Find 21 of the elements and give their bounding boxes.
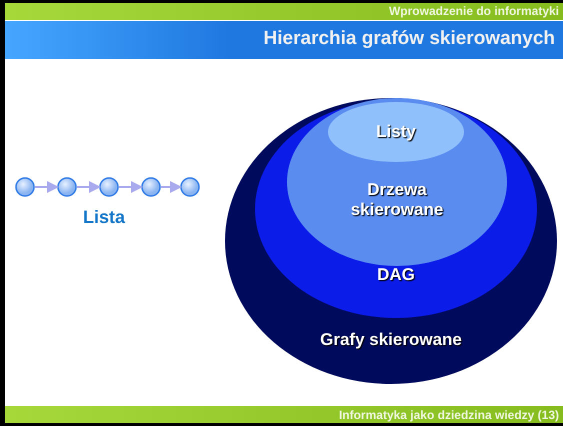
- slide-title: Hierarchia grafów skierowanych: [264, 28, 555, 50]
- footer-text: Informatyka jako dziedzina wiedzy (13): [338, 408, 559, 422]
- set-label: Drzewa skierowane: [350, 180, 444, 220]
- set-ellipse: [225, 98, 557, 384]
- list-node-circle: [99, 177, 119, 197]
- set-label: Listy: [375, 122, 417, 142]
- set-label: Grafy skierowane: [319, 330, 463, 350]
- arrow: [77, 181, 101, 193]
- arrow: [161, 181, 182, 193]
- set-label: DAG: [376, 265, 416, 285]
- list-node-circle: [57, 177, 77, 197]
- header-text: Wprowadzenie do informatyki: [388, 4, 559, 18]
- arrow: [119, 181, 143, 193]
- set-ellipse: [328, 102, 464, 162]
- set-ellipse: [255, 100, 537, 318]
- list-node-circle: [15, 177, 35, 197]
- arrow: [35, 181, 59, 193]
- set-ellipse: [287, 98, 507, 266]
- list-node-circle: [180, 177, 200, 197]
- list-caption: Lista: [83, 207, 126, 228]
- list-node-circle: [141, 177, 161, 197]
